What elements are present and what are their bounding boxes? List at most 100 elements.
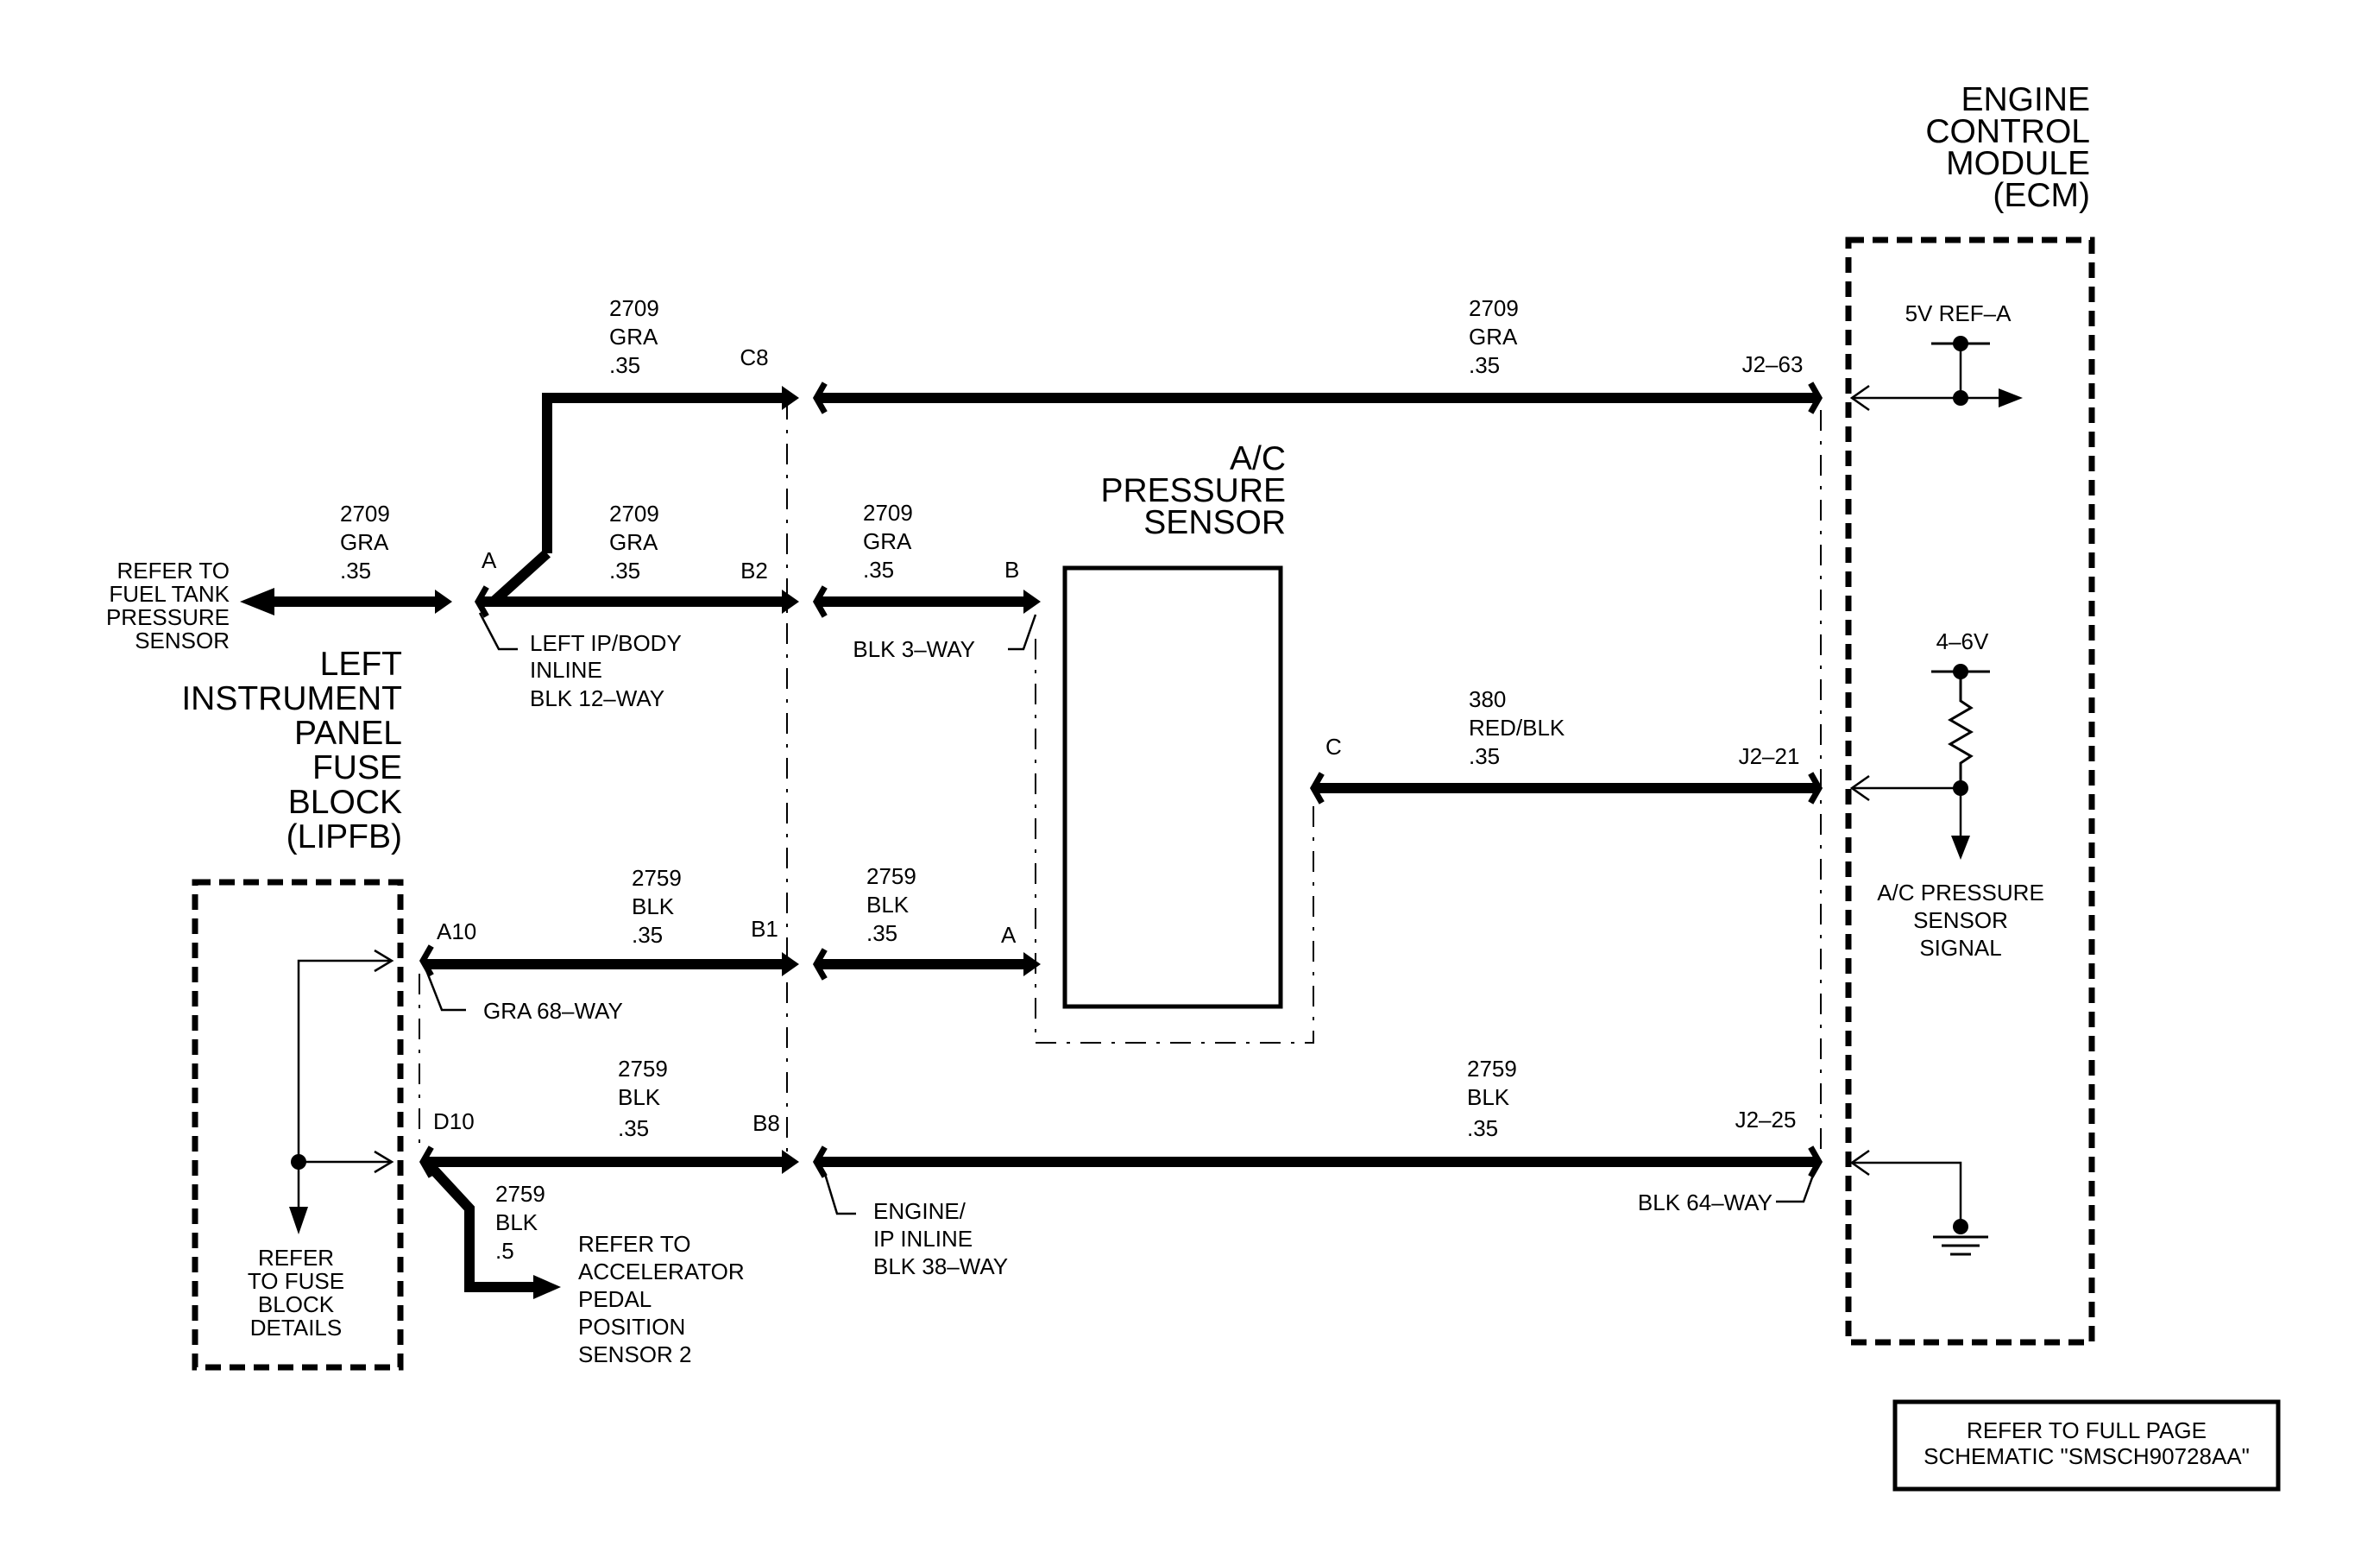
lipfb-d10-arrow [374, 1150, 394, 1174]
sensor-title: A/C [1230, 440, 1286, 477]
lipfb-title: LEFT INSTRUMENT PANEL FUSE BLOCK (LIPFB) [181, 646, 402, 855]
ecm-title-line: MODULE [1946, 145, 2090, 182]
wire-2709-gra-top-left [542, 393, 787, 553]
inline-left-leader [478, 612, 518, 651]
lipfb-refer: REFER [258, 1245, 334, 1271]
wire-label: .5 [495, 1238, 514, 1264]
accelerator-ref: REFER TO [578, 1231, 691, 1257]
wire-label: .35 [618, 1115, 649, 1141]
footer-reference-box [1892, 1399, 2281, 1492]
pin-c8: C8 [740, 344, 768, 370]
ecm-title-line: CONTROL [1925, 113, 2090, 150]
ecm-title-line: ENGINE [1961, 81, 2090, 118]
sensor-pin-a: A [1001, 922, 1017, 948]
fuel-tank-ref: PRESSURE [106, 604, 230, 630]
wire-label: 2709 [609, 295, 659, 321]
wire-hook [812, 382, 828, 414]
wire-label: GRA [340, 529, 389, 555]
engine-inline-label: IP INLINE [873, 1226, 973, 1252]
lipfb-title-line: BLOCK [288, 784, 402, 821]
ecm-j2-63-arrow [1849, 384, 1870, 412]
wire-label: .35 [1467, 1115, 1498, 1141]
wire-arrow [782, 590, 799, 614]
wire-label: BLK [866, 892, 910, 918]
wire-2759-blk-app [422, 1158, 535, 1292]
lipfb-connector-label: GRA 68–WAY [483, 998, 623, 1024]
wire-arrow [435, 590, 452, 614]
pin-b8: B8 [752, 1110, 780, 1136]
wire-arrow [1023, 952, 1041, 976]
fuel-tank-ref: REFER TO [116, 558, 230, 584]
wire-arrow [1023, 590, 1041, 614]
lipfb-internal-a10 [297, 959, 392, 1162]
wire-hook [1808, 382, 1823, 414]
ecm-pullup-label: 4–6V [1936, 628, 1989, 654]
ecm-title: ENGINE CONTROL MODULE (ECM) [1925, 81, 2090, 214]
fuel-tank-ref: SENSOR [135, 628, 230, 653]
fuel-tank-ref: FUEL TANK [109, 581, 230, 607]
accelerator-ref: POSITION [578, 1314, 685, 1340]
pin-j2-25: J2–25 [1735, 1107, 1797, 1133]
lipfb-title-line: FUSE [312, 749, 402, 786]
wire-label: .35 [863, 557, 894, 583]
wire-hook [474, 585, 489, 618]
engine-inline-leader [823, 1173, 856, 1215]
pin-j2-63: J2–63 [1742, 351, 1804, 377]
wire-label: RED/BLK [1469, 715, 1565, 741]
lipfb-title-line: LEFT [320, 646, 402, 683]
sensor-title: PRESSURE [1100, 472, 1286, 509]
ecm-signal-down-arrow [1951, 836, 1970, 860]
inline-left-label: INLINE [530, 657, 602, 683]
lipfb-title-line: INSTRUMENT [181, 680, 402, 717]
inline-left-label: BLK 12–WAY [530, 685, 664, 711]
ecm-signal-label: A/C PRESSURE [1877, 880, 2044, 906]
sensor-connector-outline [1035, 639, 1314, 1044]
wire-label: .35 [1469, 743, 1500, 769]
lipfb-down-arrow [289, 1207, 308, 1234]
wire-label: .35 [1469, 352, 1500, 378]
ecm-connector-leader [1776, 1167, 1817, 1203]
wire-label: GRA [863, 528, 912, 554]
wire-label: 2709 [1469, 295, 1519, 321]
app-sensor-arrow [533, 1275, 561, 1299]
ecm-connector-label: BLK 64–WAY [1638, 1190, 1772, 1215]
sensor-connector-leader [1008, 614, 1037, 651]
fuel-tank-arrow-left [240, 588, 274, 615]
wire-label: .35 [632, 922, 663, 948]
wire-label: 2759 [618, 1056, 668, 1082]
sensor-connector-label: BLK 3–WAY [853, 636, 975, 662]
wire-label: 380 [1469, 686, 1506, 712]
wire-branch [489, 549, 551, 606]
ecm-resistor [1948, 672, 1974, 788]
ecm-ground-line [1852, 1161, 1962, 1224]
lipfb-a10-arrow [374, 949, 394, 973]
wire-label: 2759 [632, 865, 682, 891]
wire-hook [1808, 1145, 1823, 1178]
wire-hook [1808, 772, 1823, 805]
wire-label: 2709 [863, 500, 913, 526]
wire-hook [812, 585, 828, 618]
pin-b1: B1 [751, 916, 778, 942]
wire-hook [1309, 772, 1325, 805]
ecm-j2-21-arrow [1849, 774, 1870, 802]
wire-label: 2709 [340, 501, 390, 527]
wire-label: .35 [609, 352, 640, 378]
wire-arrow [782, 952, 799, 976]
ecm-ground-node [1953, 1219, 1968, 1234]
lipfb-refer: BLOCK [258, 1291, 335, 1317]
wire-label: .35 [609, 558, 640, 584]
lipfb-pin-d10: D10 [433, 1108, 475, 1134]
wire-label: 2759 [495, 1181, 545, 1207]
accelerator-ref: PEDAL [578, 1286, 652, 1312]
wire-hook [812, 1145, 828, 1178]
wire-label: BLK [495, 1209, 538, 1235]
ecm-5v-out-arrow [1999, 388, 2023, 407]
accelerator-ref: SENSOR 2 [578, 1341, 692, 1367]
wire-arrow [782, 386, 799, 410]
lipfb-box [192, 879, 404, 1371]
engine-inline-label: ENGINE/ [873, 1198, 966, 1224]
inline-left-pin-a: A [482, 547, 497, 573]
ecm-signal-label: SIGNAL [1919, 935, 2001, 961]
wire-label: BLK [632, 893, 675, 919]
